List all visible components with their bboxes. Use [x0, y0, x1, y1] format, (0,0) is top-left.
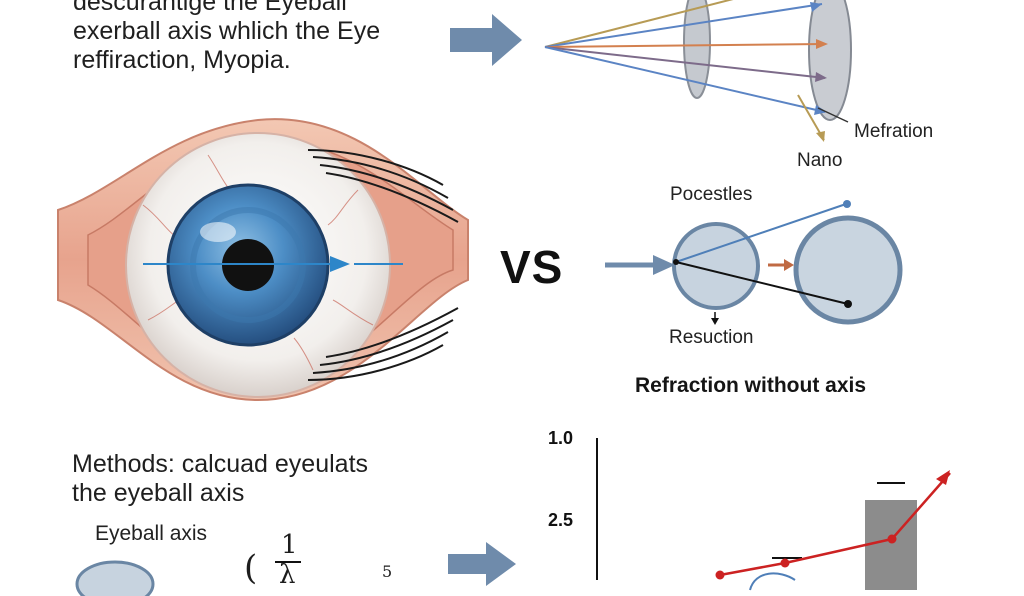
eye-highlight: [200, 222, 236, 242]
label-mefration: Mefration: [854, 121, 934, 142]
ray-down: [675, 261, 849, 305]
circle-left: [672, 222, 760, 310]
block-arrow-top-icon: [450, 14, 522, 66]
label-resuction: Resuction: [669, 327, 754, 348]
formula-paren: (: [244, 548, 258, 588]
eyelashes: [307, 149, 459, 381]
header-line-1: descurantige the Eyeball: [73, 0, 347, 16]
header-line-3: reffiraction, Myopia.: [73, 46, 291, 74]
data-point: [780, 558, 790, 568]
series-arrowhead: [936, 470, 950, 485]
circles-comparison: [672, 200, 903, 325]
data-point: [715, 570, 725, 580]
data-point: [887, 534, 897, 544]
header-text: descurantige the Eyeball exerball axis w…: [73, 0, 380, 75]
light-rays: [544, 0, 849, 142]
formula-lambda: λ: [279, 560, 296, 590]
circle-right: [793, 215, 903, 325]
header-line-2: exerball axis whlich the Eye: [73, 17, 381, 45]
vs-text: VS: [500, 241, 564, 293]
label-eyeball-axis: Eyeball axis: [95, 522, 208, 545]
eye-illustration: [57, 118, 469, 402]
chart-bar: [865, 500, 917, 590]
label-pocestles: Pocestles: [670, 184, 753, 205]
lens-right: [808, 0, 852, 121]
methods-line-2: the eyeball axis: [72, 479, 245, 507]
ray-up: [675, 203, 847, 263]
formula-numerator: 1: [281, 530, 298, 560]
formula-exponent: 5: [382, 562, 393, 581]
eye-axis-arrowhead: [330, 256, 350, 272]
methods-text: Methods: calcuad eyeulats the eyeball ax…: [72, 450, 368, 508]
line-chart: 1.0 2.5: [548, 428, 951, 591]
eyeball-circle-partial: [75, 560, 155, 596]
lens-ray-diagram: [544, 0, 852, 142]
y-tick-label-1: 1.0: [548, 428, 573, 448]
methods-line-1: Methods: calcuad eyeulats: [72, 450, 369, 478]
label-nano: Nano: [797, 150, 843, 171]
block-arrow-bottom-icon: [448, 542, 516, 586]
y-tick-label-2: 2.5: [548, 510, 573, 530]
formula-fraction-bar: [275, 561, 301, 563]
series-line: [719, 472, 951, 577]
caption-refraction: Refraction without axis: [635, 374, 867, 397]
arrow-to-circle-icon: [605, 255, 675, 275]
